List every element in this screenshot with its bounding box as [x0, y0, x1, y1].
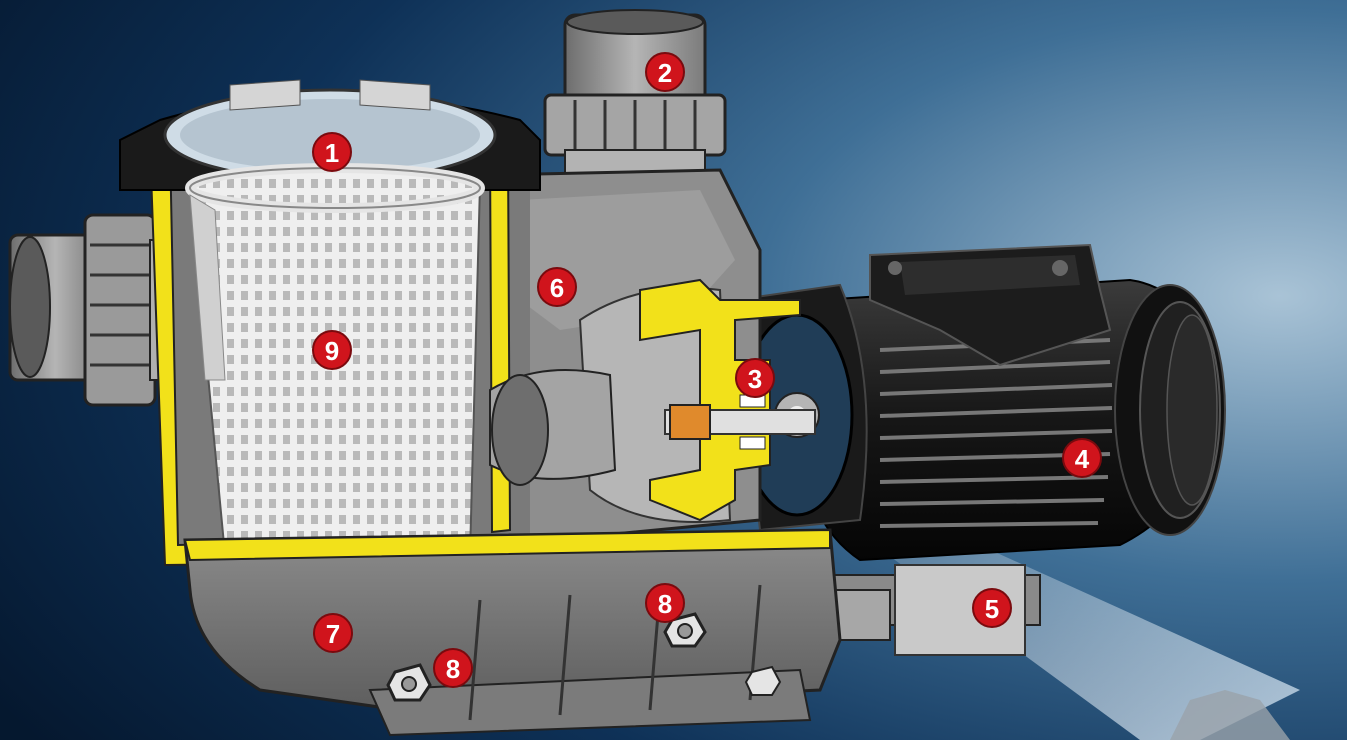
callout-7-label: 7: [326, 619, 340, 649]
callout-5: 5: [972, 588, 1012, 628]
callout-4: 4: [1062, 438, 1102, 478]
callout-8-left-label: 8: [446, 654, 460, 684]
light-beam: [820, 500, 1300, 740]
callout-9: 9: [312, 330, 352, 370]
drain-plug-right: [663, 612, 707, 648]
callout-4-label: 4: [1075, 444, 1090, 474]
callout-8-left: 8: [433, 648, 473, 688]
base-bolt: [744, 665, 782, 696]
callout-2-label: 2: [658, 58, 672, 88]
callout-8-right: 8: [645, 583, 685, 623]
callout-9-label: 9: [325, 336, 339, 366]
impeller-assembly: [489, 278, 816, 523]
callout-3-label: 3: [748, 364, 762, 394]
callout-3: 3: [735, 358, 775, 398]
callout-6-label: 6: [550, 273, 564, 303]
callout-8-right-label: 8: [658, 589, 672, 619]
electric-motor: [798, 243, 1226, 562]
callout-6: 6: [537, 267, 577, 307]
callout-5-label: 5: [985, 594, 999, 624]
callout-1-label: 1: [325, 138, 339, 168]
rock: [1170, 690, 1290, 740]
callout-1: 1: [312, 132, 352, 172]
callout-2: 2: [645, 52, 685, 92]
callout-7: 7: [313, 613, 353, 653]
drain-plug-left: [386, 663, 432, 702]
pump-base: [183, 528, 842, 737]
